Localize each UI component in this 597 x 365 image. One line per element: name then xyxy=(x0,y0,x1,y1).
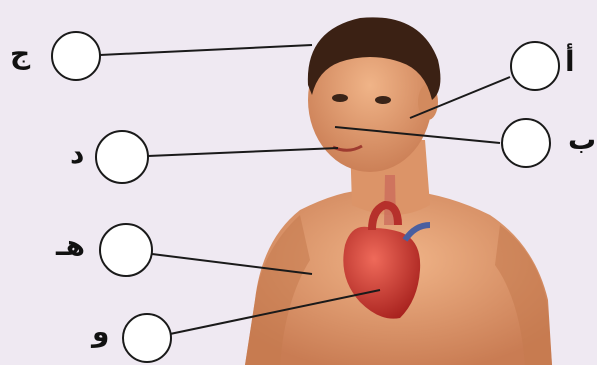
label-letter-b: ب xyxy=(568,126,596,154)
label-circle-b xyxy=(502,119,550,167)
label-circle-w xyxy=(123,314,171,362)
label-letter-h: هـ xyxy=(56,232,85,260)
label-circle-j xyxy=(52,32,100,80)
label-circle-h xyxy=(100,224,152,276)
label-letter-w: و xyxy=(92,318,109,346)
label-circle-a xyxy=(511,42,559,90)
right-eye xyxy=(375,96,391,104)
leader-line-d xyxy=(148,148,338,156)
left-eye xyxy=(332,94,348,102)
label-letter-j: ج xyxy=(10,40,30,68)
label-circle-d xyxy=(96,131,148,183)
label-letter-d: د xyxy=(70,140,84,168)
label-letter-a: أ xyxy=(565,48,575,76)
leader-line-j xyxy=(100,45,312,55)
